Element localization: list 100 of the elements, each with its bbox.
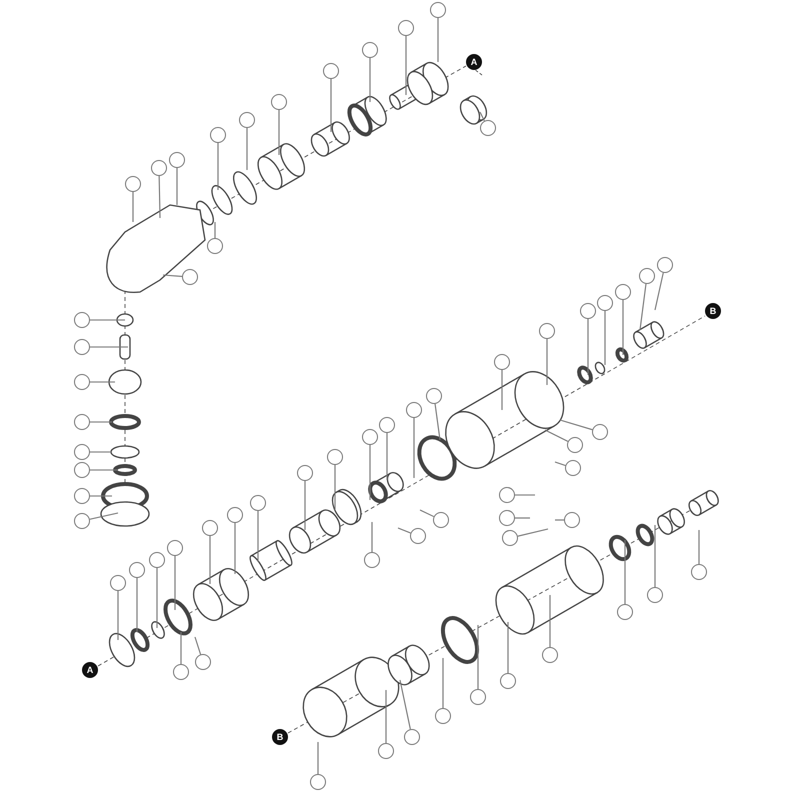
reference-marker: B xyxy=(272,729,288,745)
leader-line xyxy=(604,311,606,365)
leader-line xyxy=(399,680,411,730)
callout-circle xyxy=(310,774,326,790)
leader-line xyxy=(442,658,444,708)
leader-line xyxy=(90,421,112,423)
leader-line xyxy=(369,445,371,500)
callout-circle xyxy=(617,604,633,620)
leader-line xyxy=(334,465,336,510)
leader-line xyxy=(413,418,415,478)
leader-line xyxy=(330,79,332,132)
leader-line xyxy=(622,300,624,355)
callout-circle xyxy=(195,654,211,670)
leader-line xyxy=(480,112,485,122)
leader-line xyxy=(698,530,700,564)
leader-line xyxy=(278,110,280,155)
leader-line xyxy=(90,451,112,453)
leader-line xyxy=(317,742,319,774)
leader-line xyxy=(158,176,161,218)
callout-circle xyxy=(129,562,145,578)
callout-circle xyxy=(639,268,655,284)
reference-marker: A xyxy=(82,662,98,678)
leader-line xyxy=(174,556,176,610)
leader-line xyxy=(257,511,259,562)
leader-line xyxy=(544,430,568,442)
callout-circle xyxy=(167,540,183,556)
leader-line xyxy=(209,536,211,584)
callout-circle xyxy=(182,269,198,285)
callout-circle xyxy=(149,552,165,568)
leader-line xyxy=(369,58,371,102)
callout-circle xyxy=(565,460,581,476)
leader-line xyxy=(518,528,548,537)
callout-circle xyxy=(74,374,90,390)
leader-line xyxy=(214,222,216,238)
leader-line xyxy=(639,284,647,330)
callout-circle xyxy=(110,575,126,591)
callout-circle xyxy=(657,257,673,273)
callout-circle xyxy=(297,465,313,481)
leader-line xyxy=(371,522,373,552)
callout-circle xyxy=(169,152,185,168)
callout-circle xyxy=(480,120,496,136)
callout-circle xyxy=(74,444,90,460)
callout-circle xyxy=(323,63,339,79)
callout-circle xyxy=(327,449,343,465)
leader-line xyxy=(507,622,509,673)
leader-line xyxy=(90,469,118,471)
leader-line xyxy=(560,419,592,430)
leader-line xyxy=(515,517,530,519)
leader-line xyxy=(90,495,112,497)
leader-line xyxy=(90,346,128,348)
leader-line xyxy=(162,274,182,277)
leader-line xyxy=(246,128,248,170)
leader-line xyxy=(304,481,306,530)
callout-circle xyxy=(362,42,378,58)
callout-circle xyxy=(430,2,446,18)
callout-circle xyxy=(410,528,426,544)
leader-line xyxy=(555,519,564,521)
callout-circle xyxy=(362,429,378,445)
callout-circle xyxy=(202,520,218,536)
callout-circle xyxy=(615,284,631,300)
callout-circle xyxy=(691,564,707,580)
callout-circle xyxy=(567,437,583,453)
leader-line xyxy=(501,370,503,410)
leader-line xyxy=(234,523,236,574)
leader-line xyxy=(546,339,548,385)
leader-line xyxy=(156,568,158,628)
leader-line xyxy=(176,168,178,205)
callout-circle xyxy=(125,176,141,192)
leader-line xyxy=(549,595,551,647)
leader-line xyxy=(180,632,182,664)
leader-line xyxy=(515,494,535,496)
leader-line xyxy=(117,591,119,640)
callout-circle xyxy=(151,160,167,176)
callout-circle xyxy=(364,552,380,568)
leader-line xyxy=(385,690,387,743)
callout-circle xyxy=(210,127,226,143)
callout-circle xyxy=(539,323,555,339)
callout-circle xyxy=(542,647,558,663)
callout-circle xyxy=(435,708,451,724)
callout-circle xyxy=(597,295,613,311)
leader-line xyxy=(654,525,656,587)
callout-circle xyxy=(499,510,515,526)
callout-circle xyxy=(647,587,663,603)
callout-circle xyxy=(239,112,255,128)
leader-line xyxy=(217,143,219,190)
callout-circle xyxy=(470,689,486,705)
leader-line xyxy=(132,192,134,222)
leader-line xyxy=(90,381,115,383)
callout-circle xyxy=(74,339,90,355)
callout-circle xyxy=(592,424,608,440)
callout-circle xyxy=(74,312,90,328)
leader-line xyxy=(386,433,388,480)
callout-circle xyxy=(74,462,90,478)
reference-marker: A xyxy=(466,54,482,70)
callout-circle xyxy=(494,354,510,370)
callout-circle xyxy=(406,402,422,418)
callout-circle xyxy=(500,673,516,689)
callout-circle xyxy=(378,743,394,759)
callout-circle xyxy=(74,414,90,430)
reference-marker: B xyxy=(705,303,721,319)
